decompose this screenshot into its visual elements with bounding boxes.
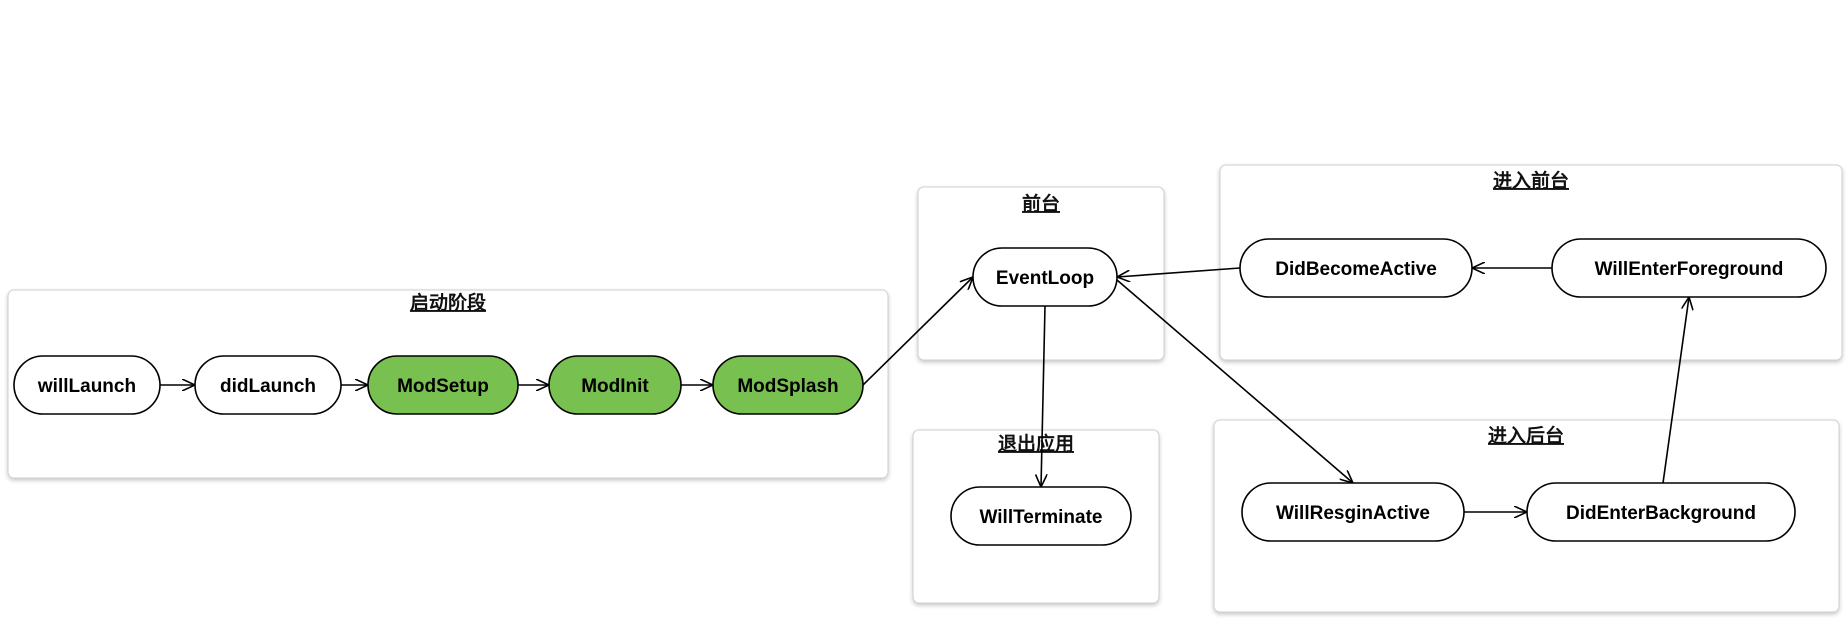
group-title-enter-background: 进入后台 <box>1488 424 1564 447</box>
node-label-didLaunch: didLaunch <box>220 376 316 397</box>
node-ModSetup: ModSetup <box>367 355 519 415</box>
node-didLaunch: didLaunch <box>194 355 342 415</box>
node-shape-WillEnterForeground <box>1551 238 1827 298</box>
node-ModInit: ModInit <box>548 355 682 415</box>
node-WillResginActive: WillResginActive <box>1241 482 1465 542</box>
node-label-DidBecomeActive: DidBecomeActive <box>1275 259 1437 280</box>
node-label-WillResginActive: WillResginActive <box>1276 503 1430 524</box>
group-title-startup: 启动阶段 <box>410 291 487 314</box>
node-label-ModSetup: ModSetup <box>397 376 489 397</box>
node-layer: willLaunch didLaunch ModSetup ModInit ModSpl… <box>13 238 1827 546</box>
edge-DidBecomeActive-to-EventLoop <box>1117 267 1241 277</box>
node-DidEnterBackground: DidEnterBackground <box>1526 482 1796 542</box>
node-label-ModSplash: ModSplash <box>737 376 838 397</box>
node-label-WillTerminate: WillTerminate <box>980 507 1103 528</box>
node-shape-ModSetup <box>367 355 519 415</box>
edge-EventLoop-to-WillResginActive <box>1116 279 1353 483</box>
node-label-WillEnterForeground: WillEnterForeground <box>1595 259 1784 280</box>
group-title-enter-foreground: 进入前台 <box>1493 169 1569 192</box>
node-WillEnterForeground: WillEnterForeground <box>1551 238 1827 298</box>
node-shape-DidEnterBackground <box>1526 482 1796 542</box>
edge-EventLoop-to-WillTerminate <box>1041 305 1045 487</box>
node-shape-ModSplash <box>712 355 864 415</box>
node-ModSplash: ModSplash <box>712 355 864 415</box>
group-title-exit-app: 退出应用 <box>998 432 1074 455</box>
node-shape-didLaunch <box>194 355 342 415</box>
edge-layer <box>160 268 1689 512</box>
node-label-EventLoop: EventLoop <box>996 268 1094 289</box>
node-shape-DidBecomeActive <box>1239 238 1473 298</box>
node-label-DidEnterBackground: DidEnterBackground <box>1566 503 1756 524</box>
node-willLaunch: willLaunch <box>13 355 161 415</box>
edge-DidEnterBackground-to-WillEnterForeground <box>1662 297 1689 484</box>
node-WillTerminate: WillTerminate <box>950 486 1132 546</box>
node-shape-ModInit <box>548 355 682 415</box>
node-label-willLaunch: willLaunch <box>37 376 136 397</box>
node-shape-WillResginActive <box>1241 482 1465 542</box>
node-shape-willLaunch <box>13 355 161 415</box>
node-shape-WillTerminate <box>950 486 1132 546</box>
edge-ModSplash-to-EventLoop <box>862 277 973 386</box>
node-label-ModInit: ModInit <box>581 376 649 397</box>
node-shape-EventLoop <box>972 247 1118 307</box>
node-EventLoop: EventLoop <box>972 247 1118 307</box>
node-DidBecomeActive: DidBecomeActive <box>1239 238 1473 298</box>
group-title-foreground: 前台 <box>1022 192 1060 215</box>
